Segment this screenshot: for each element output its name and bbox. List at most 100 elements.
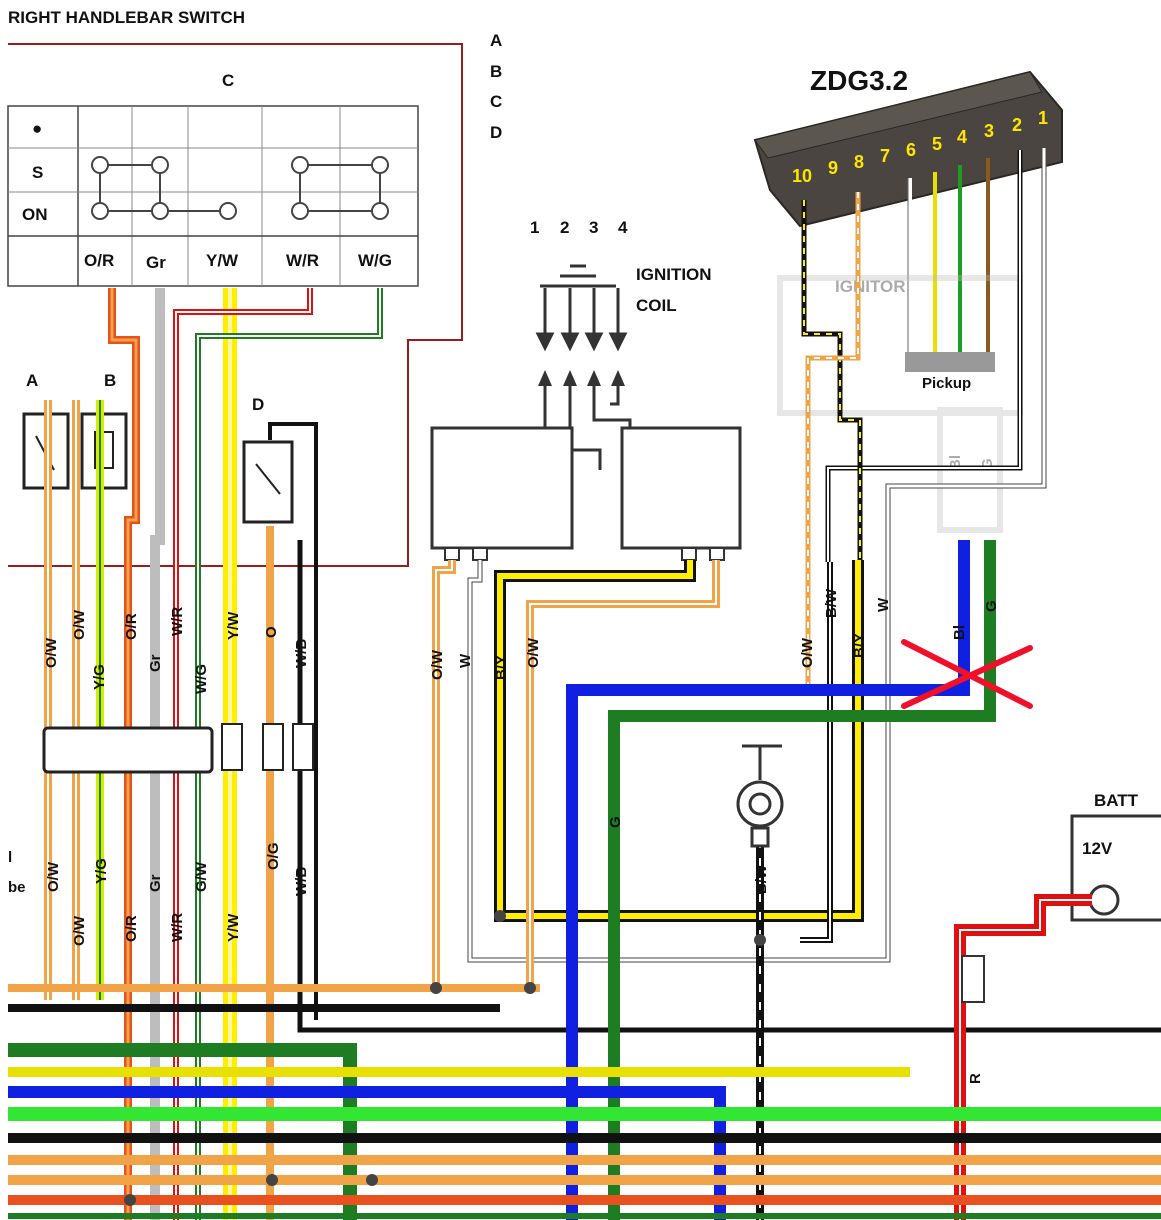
wire-label: W/R [169, 913, 186, 942]
coil-wire-labels: O/W W B/Y O/W [429, 637, 542, 680]
ground-wire-label: B/W [753, 864, 770, 894]
junction-dots [124, 910, 766, 1206]
left-wire-labels-lower: O/W O/W Y/G O/R Gr W/R G/W Y/W O/G W/B [45, 842, 310, 946]
switch-col-w-g: W/G [358, 251, 392, 270]
ignition-coil: 1 2 3 4 IGNITION COIL [430, 218, 742, 561]
diagram-title: RIGHT HANDLEBAR SWITCH [8, 8, 245, 27]
cylinder-3: 3 [589, 218, 598, 237]
pin-label-9: 9 [828, 158, 838, 178]
ghost-wire-g: G [979, 458, 996, 470]
switch-col-gr: Gr [146, 253, 166, 272]
left-wire-labels-upper: O/W O/W Y/G O/R Gr W/R W/G Y/W O W/B [43, 607, 310, 694]
connector-name: ZDG3.2 [810, 65, 908, 96]
edge-fragment-l: l [8, 849, 12, 866]
switch-a-label: A [26, 371, 38, 390]
ghost-ignitor: IGNITOR Bl G [777, 275, 1023, 533]
coil-left [430, 426, 574, 550]
coil-label-1: IGNITION [636, 265, 712, 284]
wire-label: O [263, 626, 280, 638]
wire-label: Y/W [225, 611, 242, 640]
pin-label-1: 1 [1038, 108, 1048, 128]
switch-enclosure-outline [8, 43, 463, 567]
switch-d-label: D [252, 395, 264, 414]
wire-label: Gr [147, 874, 164, 892]
switch-panel: C ● S ON O/R Gr Y/W W/R W/G [7, 71, 419, 287]
wire-label: O/W [45, 861, 62, 892]
switch-col-w-r: W/R [286, 251, 319, 270]
wire-label: Y/W [225, 913, 242, 942]
wire-label: B/W [823, 588, 840, 618]
wire-label: O/W [43, 637, 60, 668]
left-switches: A B D [22, 371, 1161, 1220]
side-letter-d: D [490, 123, 502, 142]
switch-b-label: B [104, 371, 116, 390]
wire-label: O/R [123, 915, 140, 942]
cylinder-4: 4 [618, 218, 628, 237]
switch-contact-bridges [91, 156, 389, 220]
pin-label-2: 2 [1012, 115, 1022, 135]
bottom-harness [8, 984, 1161, 1220]
wire-label: B/Y [493, 655, 510, 680]
connector-pin-labels: 10 9 8 7 6 5 4 3 2 1 [792, 108, 1048, 186]
wire-label: Y/G [93, 858, 110, 884]
wire-label: O/W [71, 609, 88, 640]
switch-row-on: ON [22, 205, 48, 224]
switch-row-off-dot: ● [32, 119, 42, 138]
multi-pin-connector [42, 726, 214, 774]
ignitor-wires [432, 148, 1047, 1220]
pin-label-6: 6 [906, 140, 916, 160]
battery-voltage: 12V [1082, 839, 1113, 858]
wire-label: W/G [193, 664, 210, 694]
battery: BATT 12V R [954, 791, 1161, 1220]
switch-row-s: S [32, 163, 43, 182]
battery-wire-label: R [967, 1073, 984, 1084]
wire-label: G/W [193, 861, 210, 892]
wire-label: W/B [293, 867, 310, 896]
cross-mark [901, 639, 1033, 709]
coil-right [620, 426, 742, 550]
wire-label: B/Y [851, 633, 868, 658]
coil-arrows [538, 370, 625, 386]
coil-cylinder-numbers: 1 2 3 4 [530, 218, 628, 237]
side-letter-c: C [490, 92, 502, 111]
zdg-connector: ZDG3.2 10 9 8 7 6 5 4 3 2 1 Pickup [753, 65, 1063, 392]
switch-d-box [242, 440, 294, 524]
pin-label-8: 8 [854, 152, 864, 172]
wire-label: O/R [123, 613, 140, 640]
ignitor-wire-labels: O/W B/W B/Y W Bl G [799, 588, 1000, 668]
side-letter-column: A B C D [490, 31, 502, 142]
wire-label: Y/G [91, 664, 108, 690]
pin-label-4: 4 [957, 127, 967, 147]
wire-label: O/W [525, 637, 542, 668]
spark-plug-symbol [535, 264, 628, 352]
pickup-wires [907, 158, 990, 352]
pickup-label: Pickup [922, 375, 971, 392]
pickup-block [905, 352, 995, 372]
cylinder-1: 1 [530, 218, 539, 237]
switch-col-o-r: O/R [84, 251, 114, 270]
wire-label: W [875, 597, 892, 612]
inline-connectors [221, 723, 314, 771]
wire-label: O/W [429, 649, 446, 680]
wire-label: G [983, 600, 1000, 612]
wire-label: O/W [799, 637, 816, 668]
coil-label-2: COIL [636, 296, 677, 315]
wire-label: Bl [951, 625, 968, 640]
pin-label-5: 5 [932, 134, 942, 154]
wire-label: O/W [71, 915, 88, 946]
ghost-ignitor-label: IGNITOR [835, 277, 906, 296]
wire-label: Gr [147, 654, 164, 672]
battery-label: BATT [1094, 791, 1139, 810]
green-wire-label: G [607, 816, 624, 828]
wire-label: O/G [265, 842, 282, 870]
cylinder-2: 2 [560, 218, 569, 237]
wire-label: W/B [293, 639, 310, 668]
wire-label: W/R [169, 607, 186, 636]
switch-col-y-w: Y/W [206, 251, 239, 270]
edge-fragment-be: be [8, 879, 26, 896]
side-letter-b: B [490, 62, 502, 81]
pin-label-3: 3 [984, 121, 994, 141]
switch-panel-title: C [222, 71, 234, 90]
ground-sensor [736, 744, 784, 848]
